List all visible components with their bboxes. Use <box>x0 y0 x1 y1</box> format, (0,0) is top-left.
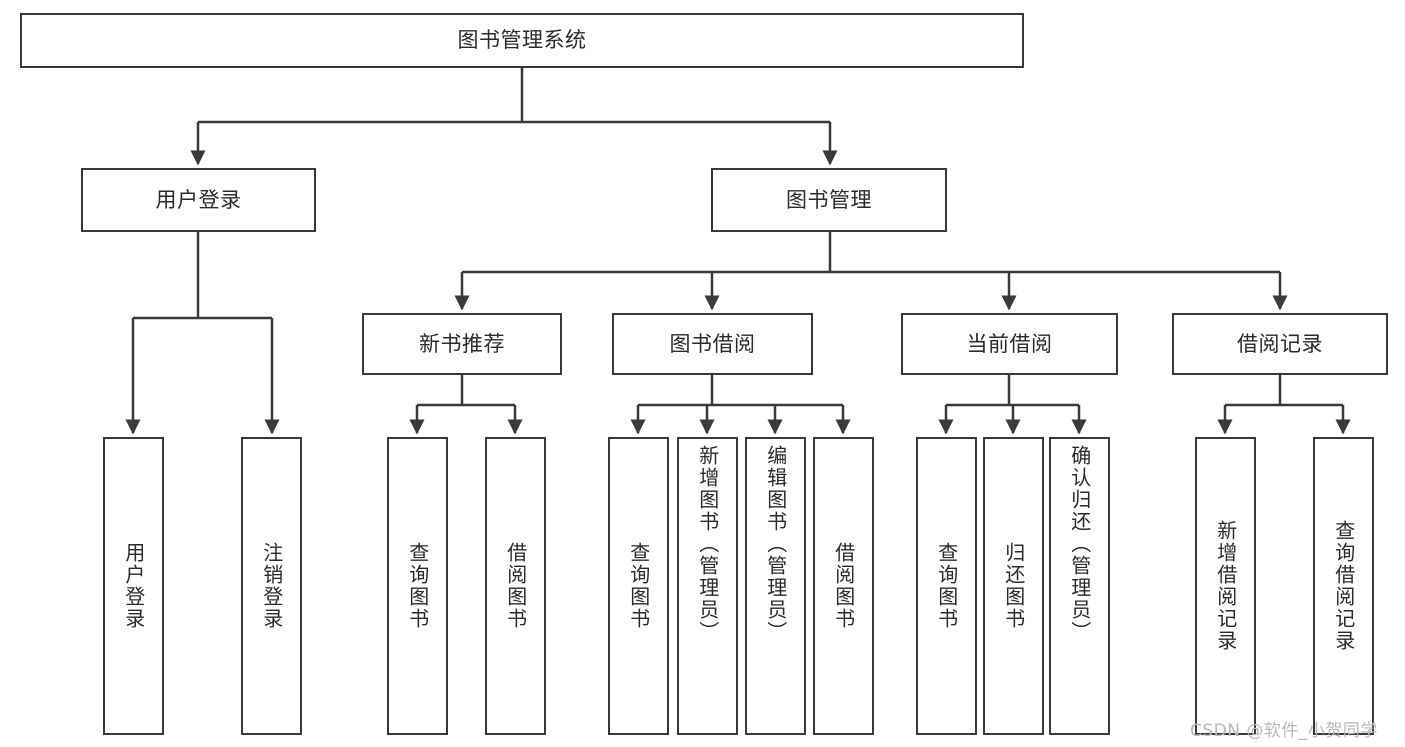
node-new-book-rec[interactable]: 新书推荐 <box>362 313 562 375</box>
node-leaf-cb-confirm[interactable]: 确认归还（管理员） <box>1049 437 1110 735</box>
node-leaf-cb-confirm-label: 确认归还（管理员） <box>1067 445 1092 643</box>
node-leaf-cb-query[interactable]: 查询图书 <box>916 437 977 735</box>
node-book-borrow[interactable]: 图书借阅 <box>612 313 813 375</box>
node-leaf-bb-edit-label: 编辑图书（管理员） <box>763 445 788 643</box>
node-leaf-bb-add-label: 新增图书（管理员） <box>695 445 720 643</box>
node-leaf-br-query-label: 查询借阅记录 <box>1331 520 1356 652</box>
node-leaf-bb-query[interactable]: 查询图书 <box>608 437 669 735</box>
node-borrow-record[interactable]: 借阅记录 <box>1172 313 1388 375</box>
node-leaf-br-add-label: 新增借阅记录 <box>1213 520 1238 652</box>
node-leaf-cb-return[interactable]: 归还图书 <box>983 437 1044 735</box>
node-leaf-cb-query-label: 查询图书 <box>934 542 959 630</box>
node-root-label: 图书管理系统 <box>457 28 587 53</box>
node-borrow-record-label: 借阅记录 <box>1237 331 1323 356</box>
node-leaf-rec-borrow[interactable]: 借阅图书 <box>485 437 546 735</box>
node-current-borrow-label: 当前借阅 <box>966 331 1053 356</box>
watermark-text: CSDN @软件_小贺同学 <box>1190 721 1378 741</box>
node-book-manage-label: 图书管理 <box>786 187 872 212</box>
node-leaf-bb-add[interactable]: 新增图书（管理员） <box>677 437 738 735</box>
node-new-book-rec-label: 新书推荐 <box>419 331 505 356</box>
node-leaf-bb-borrow[interactable]: 借阅图书 <box>813 437 874 735</box>
node-leaf-cb-return-label: 归还图书 <box>1001 542 1026 630</box>
node-leaf-bb-borrow-label: 借阅图书 <box>831 542 856 630</box>
node-user-login[interactable]: 用户登录 <box>81 168 316 232</box>
node-leaf-rec-borrow-label: 借阅图书 <box>503 542 528 630</box>
node-book-manage[interactable]: 图书管理 <box>711 168 947 232</box>
node-leaf-br-query[interactable]: 查询借阅记录 <box>1313 437 1374 735</box>
node-current-borrow[interactable]: 当前借阅 <box>901 313 1118 375</box>
node-root[interactable]: 图书管理系统 <box>20 13 1024 68</box>
node-leaf-br-add[interactable]: 新增借阅记录 <box>1195 437 1256 735</box>
node-leaf-user-logout-label: 注销登录 <box>259 542 284 630</box>
node-user-login-label: 用户登录 <box>155 187 242 212</box>
node-leaf-rec-query-label: 查询图书 <box>405 542 430 630</box>
node-leaf-user-logout[interactable]: 注销登录 <box>241 437 302 735</box>
node-leaf-user-login-label: 用户登录 <box>121 542 146 630</box>
node-leaf-rec-query[interactable]: 查询图书 <box>387 437 448 735</box>
node-book-borrow-label: 图书借阅 <box>669 331 756 356</box>
node-leaf-bb-edit[interactable]: 编辑图书（管理员） <box>745 437 806 735</box>
node-leaf-user-login[interactable]: 用户登录 <box>103 437 164 735</box>
node-leaf-bb-query-label: 查询图书 <box>626 542 651 630</box>
